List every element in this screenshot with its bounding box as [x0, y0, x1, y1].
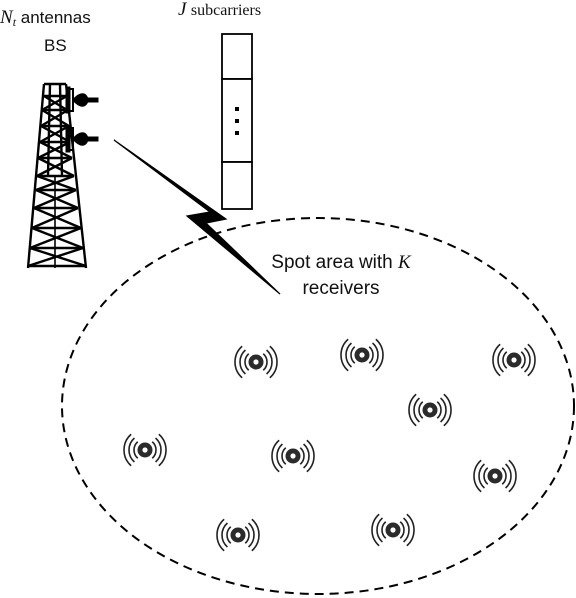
wireless-link-icon [113, 139, 281, 295]
receiver-icon [271, 439, 315, 473]
subcarrier-cell [221, 161, 253, 210]
spot-area-line2: receivers [302, 278, 380, 299]
subcarriers-text: subcarriers [190, 2, 262, 19]
antennas-text: antennas [20, 8, 91, 27]
subcarrier-cell [221, 33, 253, 80]
spot-area-line1: Spot area with [271, 252, 393, 273]
receiver-icon [123, 433, 167, 467]
bs-label: BS [44, 36, 67, 55]
subcarriers-label: J subcarriers [178, 0, 338, 21]
base-station-tower-icon [26, 82, 88, 269]
antennas-symbol: N [0, 7, 13, 28]
spot-area-label: Spot area with K receivers [256, 250, 426, 302]
receiver-icon [340, 338, 384, 372]
receiver-icon [408, 393, 452, 427]
spot-area-symbol: K [398, 252, 411, 273]
receiver-icon [473, 459, 517, 493]
antennas-subscript: t [12, 15, 17, 29]
subcarriers-symbol: J [178, 0, 187, 20]
receiver-icon [216, 518, 260, 552]
receiver-icon [371, 513, 415, 547]
receivers-group [123, 338, 536, 552]
antennas-label: Nt antennas [0, 8, 140, 32]
spot-area-ellipse [61, 217, 575, 595]
subcarrier-ellipsis-icon [235, 107, 239, 135]
receiver-icon [492, 343, 536, 377]
receiver-icon [234, 345, 278, 379]
antenna-dish-icon [65, 86, 99, 153]
